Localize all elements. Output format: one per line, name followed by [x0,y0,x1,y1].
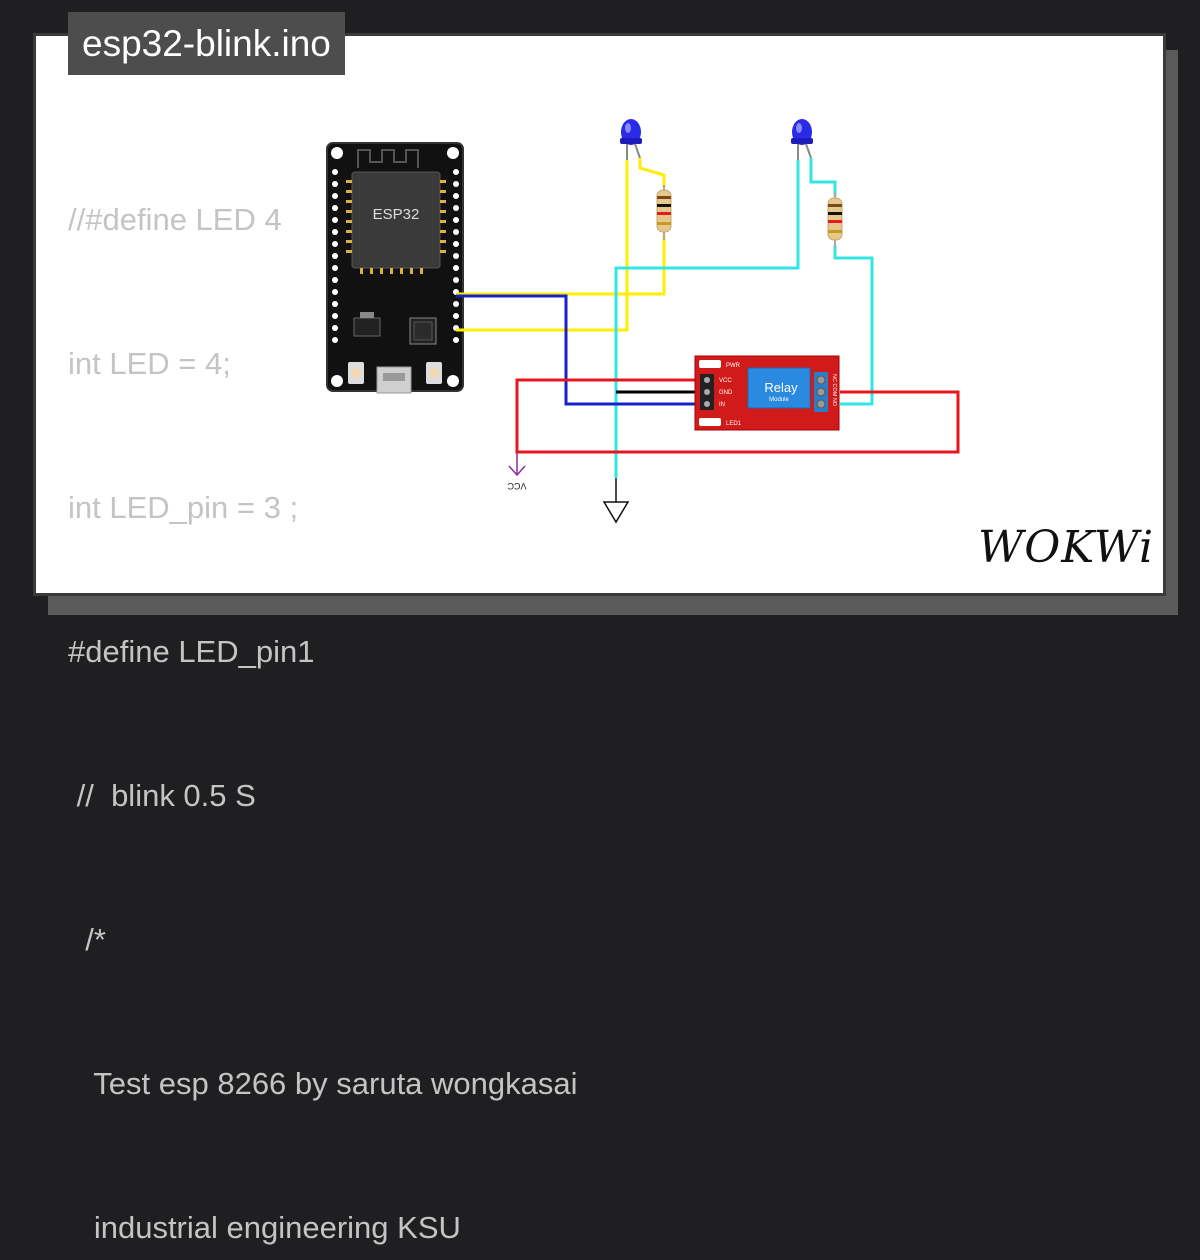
code-line: //#define LED 4 [68,202,282,237]
resistor-right[interactable] [827,192,843,248]
code-line: int LED = 4; [68,346,231,381]
circuit-diagram: ESP32 [326,119,960,524]
relay-module[interactable]: PWR LED1 VCC GND IN Relay Module NC COM … [694,355,840,431]
resistor-left[interactable] [656,185,672,240]
relay-pin-in: IN [719,402,725,408]
code-line: /* [68,922,106,957]
esp32-label: ESP32 [373,206,420,223]
code-line: #define LED_pin1 [68,634,315,669]
ground-symbol[interactable] [602,478,630,524]
wires [456,158,960,478]
esp32-board[interactable]: ESP32 [326,142,464,394]
code-line: Test esp 8266 by saruta wongkasai [68,1066,578,1101]
relay-sublabel: Module [769,397,789,403]
relay-pin-gnd: GND [719,390,733,396]
vcc-label: VCC [507,481,527,491]
relay-pwr-label: PWR [726,363,741,369]
code-line: int LED_pin = 3 ; [68,490,299,525]
preview-card [33,33,1166,596]
relay-label: Relay [764,380,798,395]
code-line: // blink 0.5 S [68,778,256,813]
relay-pin-vcc: VCC [719,378,732,384]
led-right[interactable] [791,119,813,160]
relay-led1-label: LED1 [726,421,742,427]
led-left[interactable] [620,119,642,160]
relay-terminals-label: NC COM NO [831,374,837,407]
vcc-symbol[interactable]: VCC [507,452,527,491]
project-title[interactable]: esp32-blink.ino [68,12,345,75]
wokwi-logo: WOKWi [978,522,1155,573]
code-line: industrial engineering KSU [68,1210,461,1245]
